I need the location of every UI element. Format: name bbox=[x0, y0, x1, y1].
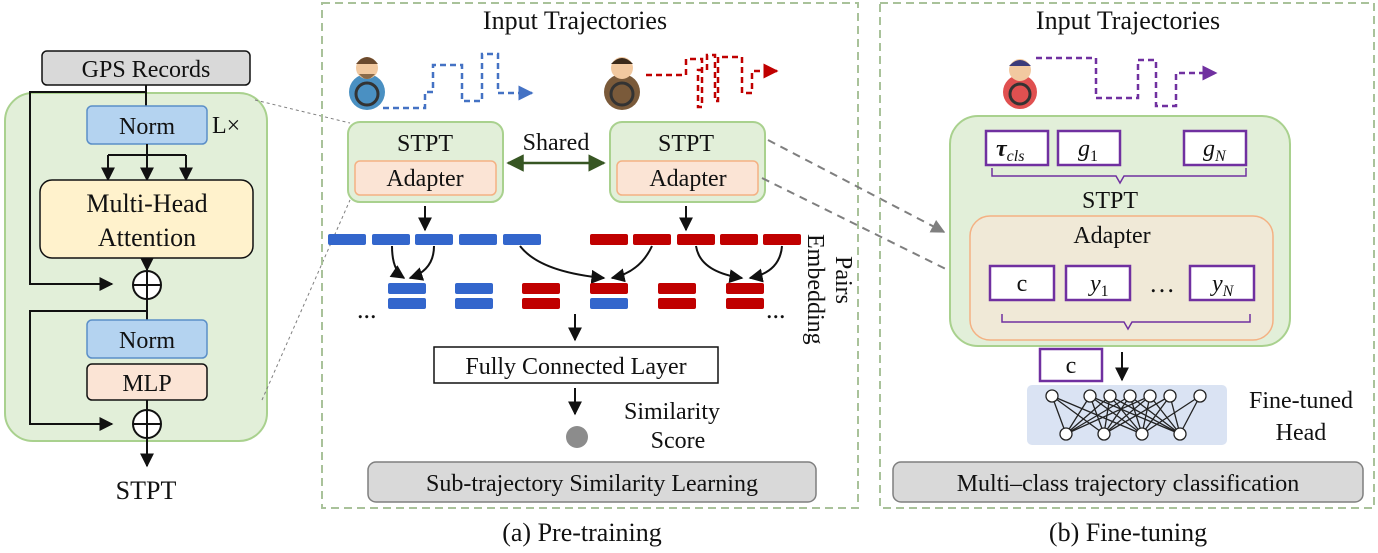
embedding-pairs-label-line2: Pairs bbox=[830, 256, 856, 304]
trajectory-blue bbox=[383, 52, 534, 110]
token-gN-label: gN bbox=[1203, 136, 1227, 165]
adapter-left-label: Adapter bbox=[386, 166, 463, 192]
pretraining-caption: (a) Pre-training bbox=[502, 518, 662, 547]
token-gN-box bbox=[1182, 129, 1248, 167]
stpt-encoder-block: GPS Records Norm L× Multi-Head Attention… bbox=[4, 50, 351, 505]
similarity-score-dot bbox=[566, 426, 588, 448]
pair-bottom-red bbox=[658, 298, 696, 309]
embedding-blue bbox=[459, 234, 497, 245]
cls-output-box bbox=[1038, 347, 1104, 383]
norm-bottom-label: Norm bbox=[119, 328, 175, 354]
pair-top-blue bbox=[455, 283, 493, 294]
driver-icon-left bbox=[349, 57, 385, 110]
output-y1-box bbox=[1064, 264, 1132, 302]
embedding-red bbox=[763, 234, 801, 245]
embedding-red bbox=[720, 234, 758, 245]
output-c-box bbox=[988, 264, 1056, 302]
trajectory-red bbox=[646, 53, 779, 109]
embedding-red bbox=[633, 234, 671, 245]
pair-bottom-red bbox=[726, 298, 764, 309]
gps-records-label: GPS Records bbox=[82, 57, 211, 83]
repeat-label: L× bbox=[212, 113, 240, 139]
embedding-pairs-label-line1: Embedding bbox=[802, 234, 828, 345]
token-cls-label: τcls bbox=[996, 136, 1024, 165]
adapter-box-left bbox=[354, 160, 497, 196]
pairs-dots-right: ... bbox=[766, 295, 786, 324]
fine-tuned-head-label-line1: Fine-tuned bbox=[1249, 388, 1353, 414]
pretraining-input-title: Input Trajectories bbox=[483, 6, 667, 35]
pairs-dots-left: ... bbox=[357, 295, 377, 324]
finetuning-input-title: Input Trajectories bbox=[1036, 6, 1220, 35]
pair-top-red bbox=[658, 283, 696, 294]
attention-label-line2: Attention bbox=[98, 223, 196, 252]
output-c-label: c bbox=[1017, 271, 1028, 297]
mlp-label: MLP bbox=[122, 371, 171, 397]
adapter-right-label: Adapter bbox=[649, 166, 726, 192]
pair-top-red bbox=[726, 283, 764, 294]
finetuning-panel: Input Trajectories τcls g1 gN STPT Adapt… bbox=[879, 2, 1375, 547]
finetuning-task-box bbox=[892, 461, 1364, 503]
token-g1-label: g1 bbox=[1078, 136, 1098, 165]
fully-connected-layer-box bbox=[433, 346, 719, 384]
output-yN-label: yN bbox=[1210, 271, 1235, 300]
embedding-pairs bbox=[388, 283, 764, 309]
embedding-blue bbox=[372, 234, 410, 245]
pretraining-panel: Input Trajectories STPT Adapter Shared bbox=[321, 2, 859, 547]
embedding-red bbox=[590, 234, 628, 245]
finetuning-task-label: Multi–class trajectory classification bbox=[957, 471, 1300, 497]
finetuning-frame bbox=[879, 2, 1375, 509]
pretraining-task-label: Sub-trajectory Similarity Learning bbox=[426, 471, 758, 497]
stpt-output-label: STPT bbox=[116, 476, 177, 505]
shared-label: Shared bbox=[523, 130, 590, 156]
output-ellipsis: … bbox=[1149, 269, 1175, 298]
blue-embeddings bbox=[328, 234, 541, 245]
adapter-finetune-label: Adapter bbox=[1073, 223, 1150, 249]
pair-bottom-blue bbox=[455, 298, 493, 309]
pair-top-red bbox=[522, 283, 560, 294]
attention-label-line1: Multi-Head bbox=[86, 189, 207, 218]
similarity-label-line2: Score bbox=[651, 428, 706, 454]
fine-tuned-head-label-line2: Head bbox=[1276, 420, 1327, 446]
embedding-blue bbox=[328, 234, 366, 245]
neural-network-icon bbox=[1045, 389, 1207, 441]
pair-top-blue bbox=[388, 283, 426, 294]
embedding-red bbox=[677, 234, 715, 245]
finetuning-caption: (b) Fine-tuning bbox=[1049, 518, 1207, 547]
output-brace bbox=[1001, 314, 1251, 331]
transfer-arrow-stpt bbox=[767, 139, 946, 233]
token-g1-box bbox=[1056, 129, 1122, 167]
input-brace bbox=[991, 168, 1247, 185]
pair-bottom-blue bbox=[388, 298, 426, 309]
pair-bottom-blue bbox=[590, 298, 628, 309]
stpt-finetune-label: STPT bbox=[1082, 188, 1138, 214]
pair-top-red bbox=[590, 283, 628, 294]
driver-icon-right bbox=[604, 57, 640, 110]
pair-bottom-red bbox=[522, 298, 560, 309]
fully-connected-layer-label: Fully Connected Layer bbox=[465, 354, 686, 380]
transfer-arrow-adapter bbox=[761, 177, 970, 281]
pretraining-task-box bbox=[367, 461, 817, 503]
similarity-label-line1: Similarity bbox=[624, 399, 720, 425]
adapter-box-right bbox=[616, 160, 759, 196]
embedding-blue bbox=[415, 234, 453, 245]
stpt-right-label: STPT bbox=[658, 131, 714, 157]
trajectory-purple bbox=[1036, 56, 1218, 108]
pretraining-frame bbox=[321, 2, 859, 509]
output-yN-box bbox=[1188, 264, 1256, 302]
embedding-blue bbox=[503, 234, 541, 245]
stpt-left-label: STPT bbox=[397, 131, 453, 157]
red-embeddings bbox=[590, 234, 801, 245]
norm-top-label: Norm bbox=[119, 114, 175, 140]
norm-bottom-box bbox=[86, 319, 208, 359]
driver-icon-finetune bbox=[1003, 59, 1037, 109]
token-cls-box bbox=[984, 129, 1050, 167]
cls-output-label: c bbox=[1066, 353, 1077, 379]
output-y1-label: y1 bbox=[1088, 271, 1109, 300]
